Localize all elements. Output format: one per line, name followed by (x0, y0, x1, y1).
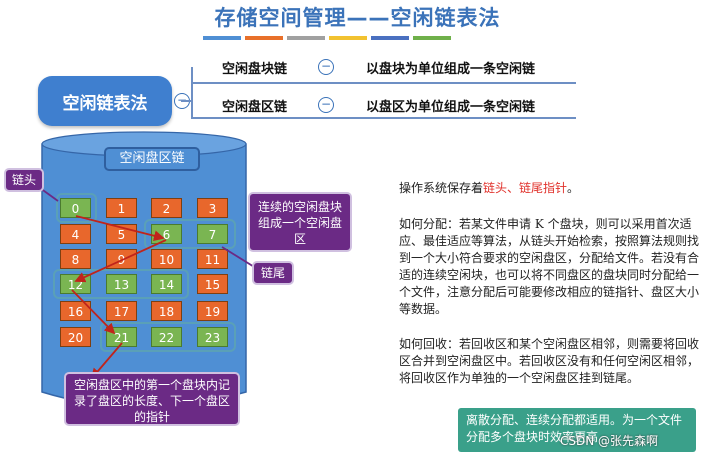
disk-block-10: 10 (151, 249, 182, 269)
branch-1-collapse-icon[interactable]: − (318, 59, 334, 75)
recycle-paragraph: 如何回收：若回收区和某个空闲盘区相邻，则需要将回收区合并到空闲盘区中。若回收区没… (399, 337, 700, 385)
disk-block-15: 15 (197, 274, 228, 294)
page-title: 存储空间管理——空闲链表法 (214, 6, 501, 30)
disk-block-7: 7 (197, 224, 228, 244)
disk-block-23: 23 (197, 327, 228, 347)
free-region-box (53, 269, 189, 299)
title-bar-segment (413, 36, 451, 40)
disk-block-20: 20 (60, 327, 91, 347)
free-region-box (56, 193, 97, 223)
p1-highlight: 链头、链尾指针 (483, 181, 568, 195)
disk-block-3: 3 (197, 198, 228, 218)
note-box: 离散分配、连续分配都适用。为一个文件分配多个盘块时效率更高 (458, 408, 696, 452)
disk-block-2: 2 (151, 198, 182, 218)
branch-1-name: 空闲盘块链 (222, 62, 288, 77)
connector-line (191, 67, 193, 117)
disk-block-14: 14 (151, 274, 182, 294)
p1-prefix: 操作系统保存着 (399, 181, 484, 195)
allocation-paragraph: 如何分配：若某文件申请 K 个盘块，则可以采用首次适应、最佳适应等算法，从链头开… (399, 217, 700, 316)
main-node: 空闲链表法 (38, 76, 172, 126)
watermark: CSDN @张先森啊 (560, 434, 659, 448)
head-label: 链头 (4, 168, 44, 192)
disk-block-8: 8 (60, 249, 91, 269)
disk-block-18: 18 (151, 301, 182, 321)
connector-line (181, 100, 192, 102)
disk-block-17: 17 (106, 301, 137, 321)
disk-block-4: 4 (60, 224, 91, 244)
free-region-box (100, 322, 236, 352)
tail-label: 链尾 (252, 261, 294, 285)
title-bar-segment (203, 36, 241, 40)
branch-underline-1 (191, 82, 576, 84)
first-block-callout: 空闲盘区中的第一个盘块内记录了盘区的长度、下一个盘区的指针 (64, 372, 240, 426)
disk-block-16: 16 (60, 301, 91, 321)
title-bar-segment (371, 36, 409, 40)
contiguous-callout: 连续的空闲盘块组成一个空闲盘区 (248, 192, 352, 252)
disk-block-19: 19 (197, 301, 228, 321)
title-bar-segment (245, 36, 283, 40)
disk-block-0: 0 (60, 198, 91, 218)
title-bar-segment (287, 36, 325, 40)
branch-underline-2 (191, 117, 576, 119)
disk-block-22: 22 (151, 327, 182, 347)
header-label: 空闲盘区链 (104, 147, 200, 171)
disk-block-13: 13 (106, 274, 137, 294)
branch-1-desc: 以盘块为单位组成一条空闲链 (366, 62, 536, 77)
disk-block-11: 11 (197, 249, 228, 269)
branch-2-name: 空闲盘区链 (222, 100, 288, 115)
branch-2-collapse-icon[interactable]: − (318, 97, 334, 113)
p1-suffix: 。 (567, 181, 580, 195)
disk-block-1: 1 (106, 198, 137, 218)
title-bar-segment (329, 36, 367, 40)
pointer-paragraph: 操作系统保存着链头、链尾指针。 (399, 180, 709, 197)
branch-2-desc: 以盘区为单位组成一条空闲链 (366, 100, 536, 115)
